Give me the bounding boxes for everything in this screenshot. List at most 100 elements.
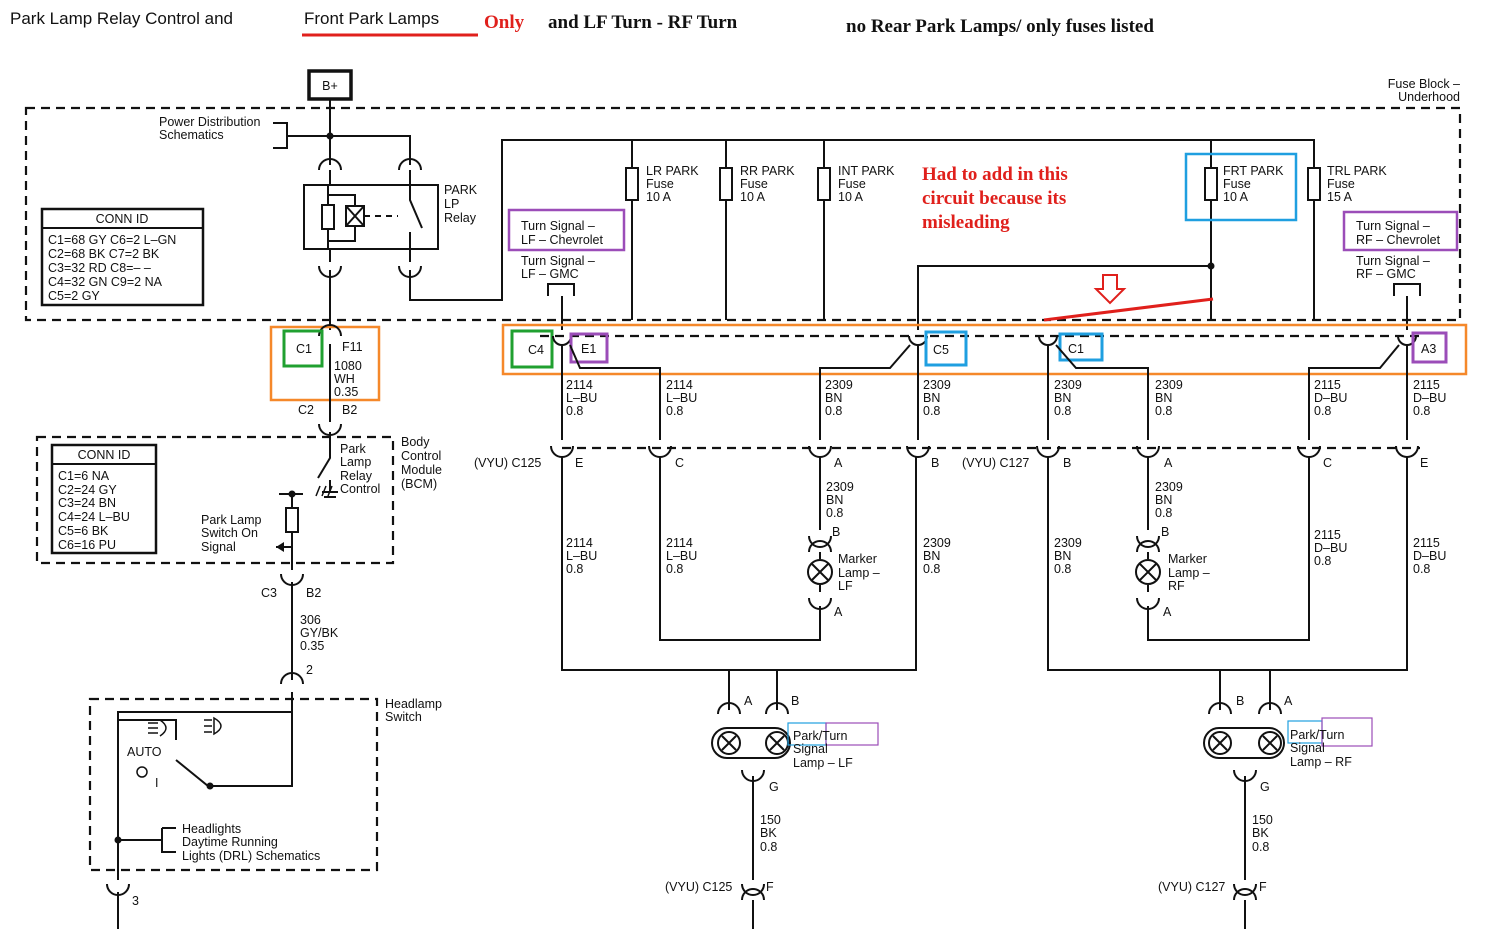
headlamp-switch-wire	[117, 692, 293, 880]
conn-c3: C3	[261, 586, 277, 600]
frt-park-feed-wire	[917, 265, 1211, 330]
bcm-switch-label: Park Lamp	[201, 513, 261, 527]
wire-label: 2115	[1314, 378, 1341, 392]
headlight-icon	[148, 719, 167, 737]
ptl-lf-pin-b: B	[791, 694, 799, 708]
note-line-2: circuit because its	[922, 188, 1066, 209]
bcm-label: Control	[401, 449, 441, 463]
ptl-lf-label: Park/Turn	[793, 729, 847, 743]
note-red-line	[1043, 297, 1214, 322]
turn-lf-wire	[547, 283, 575, 330]
turn-rf-chev-1: Turn Signal –	[1356, 219, 1430, 233]
wire-label: 0.8	[826, 506, 843, 520]
relay-pin-top-right	[398, 158, 422, 171]
conn-id-table-bcm: CONN ID C1=6 NA C2=24 GY C3=24 BN C4=24 …	[50, 443, 158, 555]
conn-id-row: C3=32 RD C8=– –	[48, 261, 151, 275]
c127-label: (VYU) C127	[962, 456, 1029, 470]
ground-icon	[315, 485, 333, 497]
off-icon	[136, 766, 148, 778]
fuse-frt-park: FRT PARK Fuse 10 A	[1204, 140, 1284, 320]
highlight-c1-left	[282, 329, 324, 368]
wire-306-label: 306	[300, 613, 321, 627]
rf-loop-wire-outer	[1047, 456, 1408, 671]
highlight-ptl-rf-turn	[1321, 717, 1373, 747]
note-line-3: misleading	[922, 212, 1010, 233]
wire-label: 0.8	[1054, 562, 1071, 576]
highlight-ptl-lf-turn	[825, 722, 879, 746]
marker-lf-label: LF	[838, 579, 853, 593]
pin-label: C	[675, 456, 684, 470]
wire-label: BN	[923, 549, 940, 563]
pin-label: A	[834, 456, 843, 470]
fuse-block-label-1: Fuse Block –	[1388, 77, 1460, 91]
wire-label: 0.8	[923, 562, 940, 576]
ptl-rf-bulb-x	[1262, 735, 1278, 751]
wire-f11-label: 0.35	[334, 385, 358, 399]
ptl-rf-bulb-x	[1212, 735, 1228, 751]
conn-id-row: C3=24 BN	[58, 496, 116, 510]
highlight-frt-park	[1184, 152, 1298, 222]
connector-pin	[717, 702, 741, 715]
wire-label: L–BU	[666, 391, 697, 405]
bcm-label: (BCM)	[401, 477, 437, 491]
park-lamp-relay-control-switch	[317, 432, 338, 498]
fuse-label: 15 A	[1327, 190, 1353, 204]
connector-pin	[1136, 535, 1160, 548]
fuse-label: INT PARK	[838, 164, 895, 178]
relay-coil-wire	[327, 185, 356, 249]
pin-label: E	[1420, 456, 1428, 470]
highlight-turn-rf-chev	[1342, 210, 1459, 252]
marker-rf-label: Marker	[1168, 552, 1207, 566]
lf-loop-wire-outer	[561, 456, 917, 671]
fuse-block-label-2: Underhood	[1398, 90, 1460, 104]
bcm-switch-label: Signal	[201, 540, 236, 554]
wire-label: D–BU	[1314, 541, 1347, 555]
connector-pin	[552, 335, 572, 346]
relay-label-2: LP	[444, 197, 459, 211]
bcm-label: Body	[401, 435, 430, 449]
fuse-rr-park: RR PARK Fuse 10 A	[719, 140, 795, 320]
marker-lf-label: Marker	[838, 552, 877, 566]
connector-pin	[1038, 335, 1058, 346]
wire-label: 0.8	[1054, 404, 1071, 418]
wire-label: 0.8	[1413, 562, 1430, 576]
relay-label-3: Relay	[444, 211, 477, 225]
headlamp-switch-contact	[175, 712, 293, 787]
drl-wire	[118, 827, 176, 853]
wire-label: 0.8	[760, 840, 777, 854]
title-part4: and LF Turn - RF Turn	[548, 12, 738, 33]
highlight-a3	[1411, 331, 1448, 364]
relay-label-1: PARK	[444, 183, 478, 197]
relay-coil-x	[345, 205, 365, 227]
connector-pin	[1233, 883, 1257, 896]
splice-dot	[288, 490, 296, 498]
pin-label: E	[575, 456, 583, 470]
wire-label: 2309	[1054, 536, 1082, 550]
wire-label: 2115	[1413, 378, 1440, 392]
pin-2: 2	[306, 663, 313, 677]
wire-label: 2115	[1413, 536, 1440, 550]
wire-label: L–BU	[566, 549, 597, 563]
conn-id-row: C4=24 L–BU	[58, 510, 130, 524]
conn-id-row: C4=32 GN C9=2 NA	[48, 275, 163, 289]
ptl-lf-bulb-x	[721, 735, 737, 751]
fuse-block-border	[24, 106, 1462, 322]
wire-label: 2114	[566, 536, 593, 550]
wire-label: 0.8	[1314, 554, 1331, 568]
connector-pin	[1258, 702, 1282, 715]
wire-label: 2309	[1155, 378, 1183, 392]
wire-label: 0.8	[1155, 404, 1172, 418]
relay-coil-resistor	[321, 204, 335, 230]
turn-lf-gmc-2: LF – GMC	[521, 267, 579, 281]
fuse-label: Fuse	[838, 177, 866, 191]
wire-2114-b	[569, 344, 661, 440]
connector-pin	[741, 888, 765, 901]
wire-f11-label: WH	[334, 372, 355, 386]
ptl-rf-pin-a: A	[1284, 694, 1293, 708]
wire-label: BN	[923, 391, 940, 405]
conn-b2: B2	[342, 403, 357, 417]
title-part3: Only	[484, 12, 525, 33]
wire-label: 0.8	[1413, 404, 1430, 418]
wire-label: 0.8	[666, 404, 683, 418]
fuse-label: LR PARK	[646, 164, 699, 178]
